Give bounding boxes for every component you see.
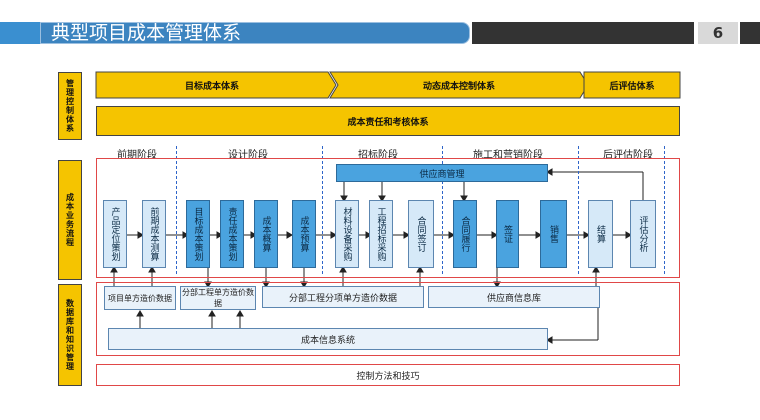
process-frame: [96, 158, 680, 278]
target-cost-system: 目标成本体系: [184, 81, 239, 92]
step-engineering-bid: 工程招标采购: [369, 200, 393, 268]
step-early-estimate: 前期成本测算: [142, 200, 166, 268]
phase-early: 前期阶段: [117, 150, 157, 161]
dynamic-arrow-shape: [329, 71, 589, 99]
phase-divider: [442, 146, 443, 274]
phase-bidding: 招标阶段: [358, 150, 398, 161]
responsibility-system: 成本责任和考核体系: [96, 106, 680, 136]
side-label-process: 成本业务流程: [58, 160, 82, 280]
step-responsibility-cost: 责任成本策划: [220, 200, 244, 268]
step-product-positioning: 产品定位策划: [103, 200, 127, 268]
phase-construction: 施工和营销阶段: [473, 150, 543, 161]
db-item-price: 项目单方造价数据: [104, 286, 176, 310]
phase-design: 设计阶段: [228, 150, 268, 161]
db-sub-item-price: 分部工程分项单方造价数据: [262, 286, 424, 308]
side-label-control: 管理控制体系: [58, 72, 82, 140]
step-target-cost: 目标成本策划: [186, 200, 210, 268]
supplier-management: 供应商管理: [336, 164, 548, 182]
post-evaluation-system: 后评估体系: [609, 81, 655, 92]
step-contract-execution: 合同履行: [453, 200, 477, 268]
phase-divider: [322, 146, 323, 274]
step-settlement: 结算: [588, 200, 613, 268]
cost-info-system: 成本信息系统: [108, 328, 548, 350]
header-accent: [0, 22, 40, 44]
phase-divider: [578, 146, 579, 274]
step-visa: 签证: [496, 200, 519, 268]
step-material-purchase: 材料设备采购: [335, 200, 359, 268]
dynamic-control-system: 动态成本控制体系: [422, 81, 495, 92]
header-edge: [740, 22, 760, 44]
target-arrow-shape: [95, 71, 337, 99]
control-methods: 控制方法和技巧: [96, 364, 680, 386]
step-cost-budget: 成本预算: [292, 200, 316, 268]
phase-post: 后评估阶段: [603, 150, 653, 161]
header-bar: [472, 22, 694, 44]
post-bar-shape: [583, 71, 681, 99]
db-sub-price: 分部工程单方造价数据: [180, 286, 256, 310]
step-sales: 销售: [540, 200, 567, 268]
step-evaluation: 评估分析: [630, 200, 656, 268]
data-frame: [96, 282, 680, 356]
phase-divider: [176, 146, 177, 274]
page-title: 典型项目成本管理体系: [40, 22, 470, 44]
step-contract-sign: 合同签订: [408, 200, 434, 268]
db-supplier: 供应商信息库: [428, 286, 600, 308]
page-number: 6: [698, 22, 738, 44]
phase-divider: [664, 146, 665, 274]
side-label-data: 数据库和知识管理: [58, 284, 82, 386]
step-cost-estimate: 成本概算: [254, 200, 278, 268]
